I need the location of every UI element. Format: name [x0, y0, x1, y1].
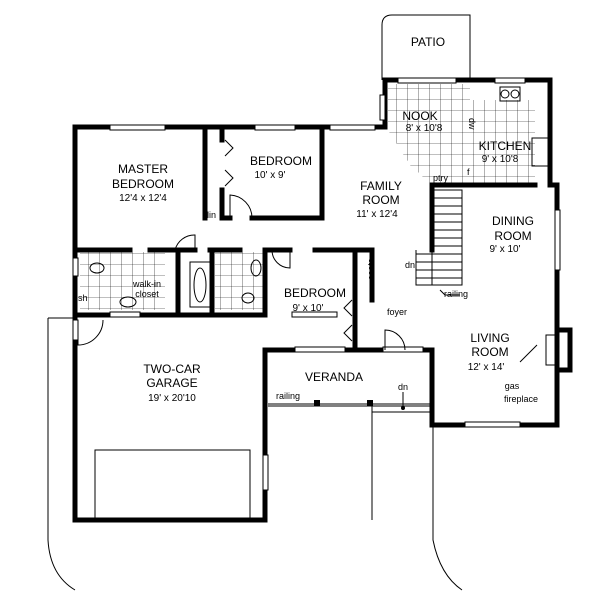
fireplace-label: fireplace [504, 394, 538, 404]
kitchen-size: 9' x 10'8 [482, 154, 519, 165]
dining-room-size: 9' x 10' [489, 244, 520, 255]
veranda-dn-label: dn [398, 382, 408, 392]
bedroom-2-size: 10' x 9' [254, 170, 285, 181]
family-room-label-1: FAMILY [360, 179, 402, 193]
veranda-railing-label: railing [276, 391, 300, 401]
dining-room-label-2: ROOM [494, 229, 531, 243]
walkin-closet-label-2: closet [135, 289, 159, 299]
garage-size: 19' x 20'10 [148, 393, 196, 404]
family-room: FAMILY ROOM 11' x 12'4 [356, 179, 402, 220]
bath2-tile [215, 252, 265, 310]
family-room-label-2: ROOM [362, 193, 399, 207]
foyer-label: foyer [387, 307, 407, 317]
linen-label: lin [207, 210, 216, 220]
stairs [415, 189, 463, 286]
master-bedroom-label-1: MASTER [118, 162, 168, 176]
dining-room-label-1: DINING [492, 214, 534, 228]
garage-label-1: TWO-CAR [143, 362, 201, 376]
nook-size: 8' x 10'8 [406, 123, 443, 134]
doors [77, 139, 406, 351]
bedroom-3-size: 9' x 10' [292, 303, 323, 314]
gas-label: gas [505, 381, 520, 391]
railings [268, 289, 538, 413]
kitchen-label: KITCHEN [479, 139, 532, 153]
family-room-size: 11' x 12'4 [356, 209, 398, 220]
nook: NOOK 8' x 10'8 [402, 109, 442, 134]
coats-label: coats [366, 258, 376, 280]
dishwasher-label: dw [467, 118, 477, 130]
stairs-dn-label: dn [405, 260, 415, 270]
living-room-label-2: ROOM [471, 345, 508, 359]
patio-label: PATIO [411, 35, 445, 49]
shower-label: sh [78, 293, 88, 303]
fixtures [89, 86, 557, 366]
living-room: LIVING ROOM 12' x 14' [468, 331, 510, 373]
driveway-lines [47, 317, 463, 591]
pantry-label: ptry [433, 173, 449, 183]
kitchen: KITCHEN 9' x 10'8 [479, 139, 532, 165]
living-room-label-1: LIVING [470, 331, 509, 345]
nook-label: NOOK [402, 109, 437, 123]
master-bedroom: MASTER BEDROOM 12'4 x 12'4 [112, 162, 174, 204]
interior-walls [72, 127, 538, 353]
patio: PATIO [381, 14, 471, 80]
bedroom-2: BEDROOM 10' x 9' [250, 154, 312, 181]
garage-door [94, 449, 251, 521]
walkin-closet-label-1: walk-in [132, 279, 161, 289]
bedroom-3: BEDROOM 9' x 10' [284, 286, 346, 314]
nook-kitchen-tile [388, 84, 535, 185]
master-bedroom-label-2: BEDROOM [112, 177, 174, 191]
master-bedroom-size: 12'4 x 12'4 [119, 193, 167, 204]
bedroom-2-label: BEDROOM [250, 154, 312, 168]
windows [72, 77, 561, 491]
dining-room: DINING ROOM 9' x 10' [489, 214, 534, 255]
living-room-size: 12' x 14' [468, 362, 505, 373]
veranda-label: VERANDA [305, 370, 363, 384]
garage: TWO-CAR GARAGE 19' x 20'10 [143, 362, 201, 404]
fridge-label: f [467, 167, 470, 177]
garage-label-2: GARAGE [146, 376, 197, 390]
bedroom-3-label: BEDROOM [284, 286, 346, 300]
bath1-tile [80, 252, 165, 310]
stairs-railing-label: railing [444, 289, 468, 299]
